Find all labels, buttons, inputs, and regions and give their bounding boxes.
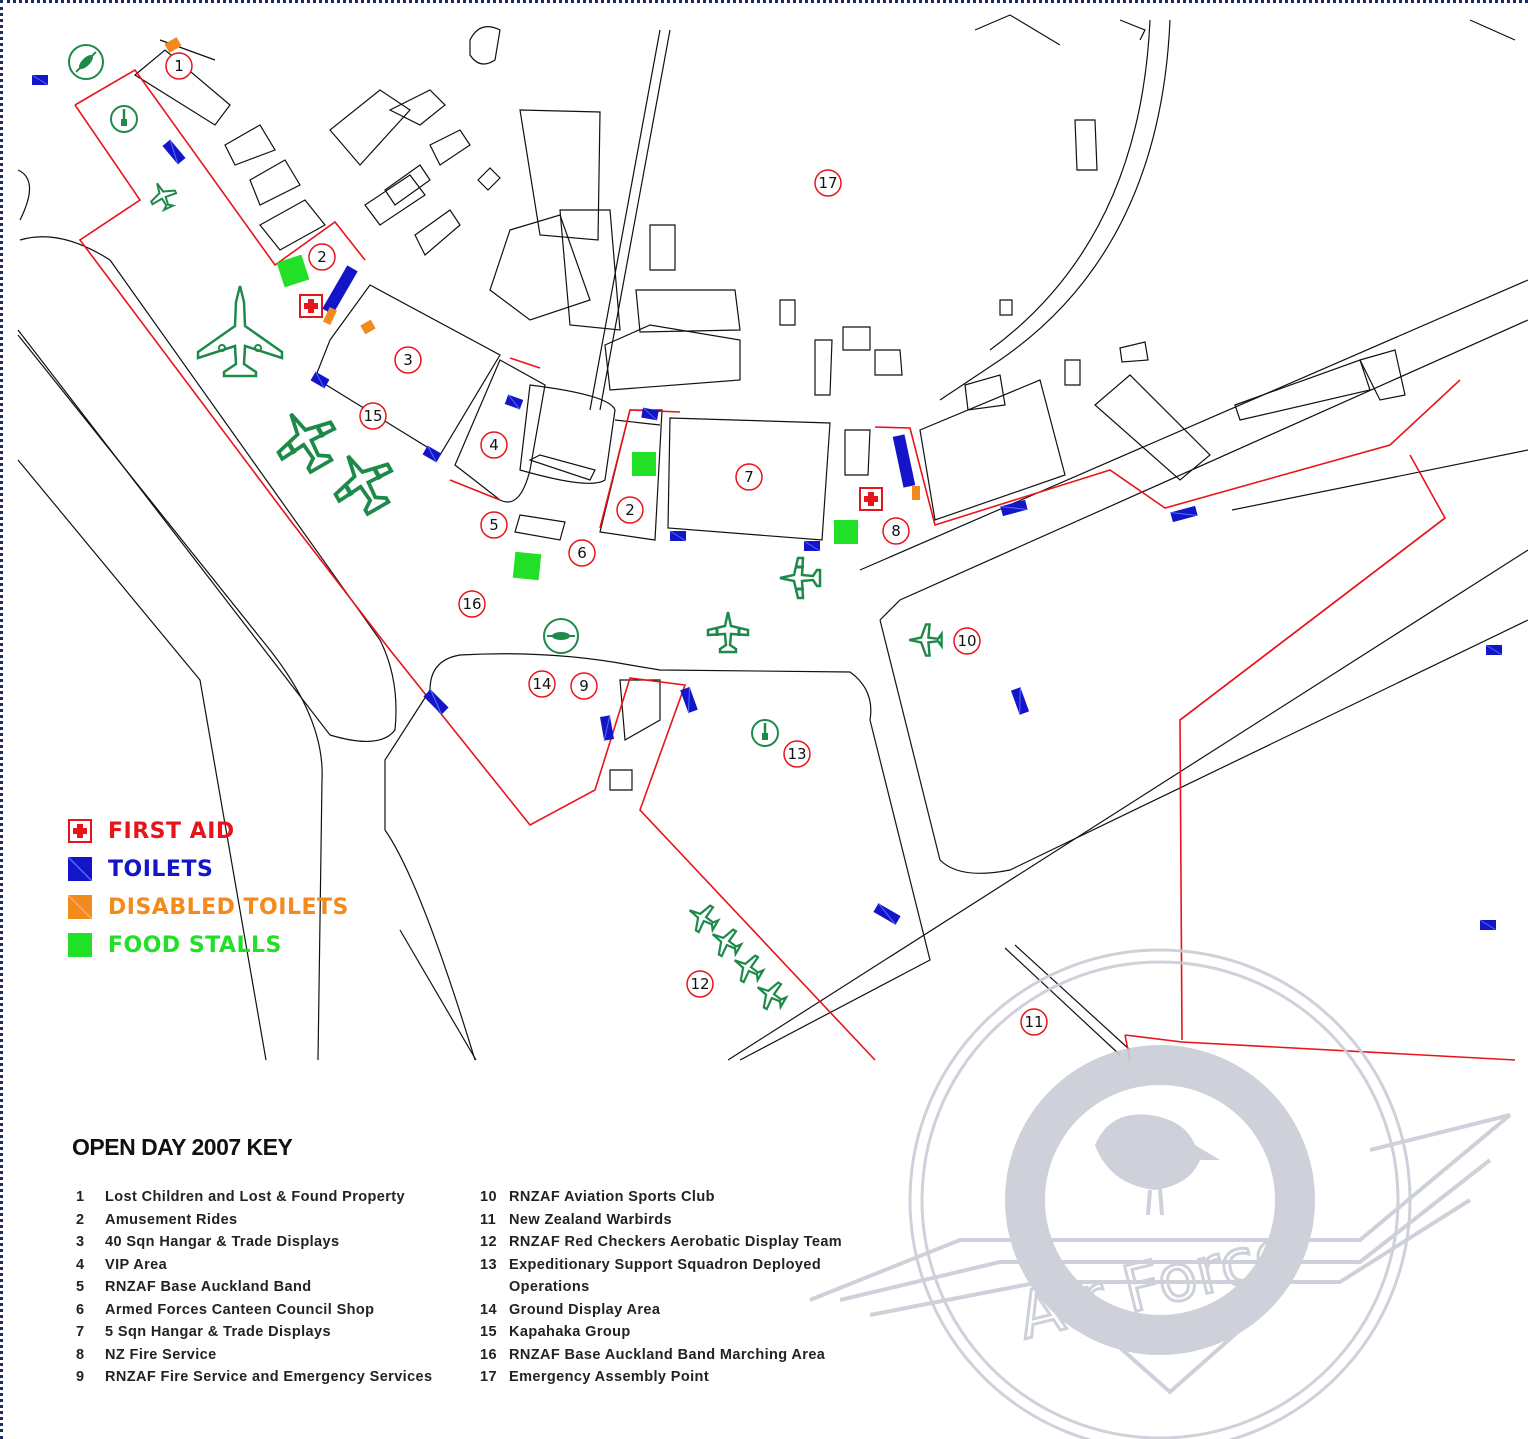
svg-text:13: 13 [787, 745, 806, 763]
disabled-toilet-markers [164, 37, 920, 500]
location-4: 4 [480, 431, 508, 459]
first-aid-icon [68, 819, 92, 843]
svg-text:5: 5 [489, 516, 499, 534]
location-14: 14 [528, 670, 556, 698]
svg-text:10: 10 [957, 632, 976, 650]
legend-food-stalls: FOOD STALLS [68, 926, 349, 964]
location-7: 7 [735, 463, 763, 491]
disabled-toilet-icon [67, 894, 93, 920]
location-10: 10 [953, 627, 981, 655]
location-9: 9 [570, 672, 598, 700]
location-6: 6 [568, 539, 596, 567]
food-stall-markers [276, 254, 858, 581]
svg-text:7: 7 [744, 468, 754, 486]
runway-lines [17, 169, 1528, 1061]
location-5: 5 [480, 511, 508, 539]
legend-disabled-toilets: DISABLED TOILETS [67, 888, 349, 926]
svg-text:14: 14 [532, 675, 551, 693]
dotted-border-left [0, 0, 3, 1439]
location-12: 12 [686, 970, 714, 998]
food-stall-icon [68, 933, 92, 957]
map-legend: FIRST AID TOILETS DISABLED TOILETS FOOD … [67, 812, 349, 964]
location-numbers: 1 2 3 15 4 5 6 2 7 8 16 14 9 10 13 12 11… [165, 52, 1048, 1036]
location-16: 16 [458, 590, 486, 618]
legend-label: DISABLED TOILETS [108, 894, 349, 920]
svg-text:15: 15 [363, 407, 382, 425]
svg-text:8: 8 [891, 522, 901, 540]
legend-label: FIRST AID [108, 818, 235, 844]
svg-text:17: 17 [818, 174, 837, 192]
location-2a: 2 [308, 243, 336, 271]
location-2b: 2 [616, 496, 644, 524]
legend-label: FOOD STALLS [108, 932, 282, 958]
location-8: 8 [882, 517, 910, 545]
location-13: 13 [783, 740, 811, 768]
svg-text:3: 3 [403, 351, 413, 369]
legend-toilets: TOILETS [67, 850, 349, 888]
buildings [133, 14, 1516, 791]
svg-text:11: 11 [1024, 1013, 1043, 1031]
location-3: 3 [394, 346, 422, 374]
svg-text:12: 12 [690, 975, 709, 993]
svg-text:16: 16 [462, 595, 481, 613]
svg-text:2: 2 [317, 248, 327, 266]
svg-text:9: 9 [579, 677, 589, 695]
svg-text:6: 6 [577, 544, 587, 562]
dotted-border-top [0, 0, 1528, 3]
event-boundary [74, 68, 1516, 1061]
svg-text:2: 2 [625, 501, 635, 519]
toilet-markers [31, 74, 1503, 931]
location-15: 15 [359, 402, 387, 430]
toilet-icon [67, 856, 93, 882]
location-1: 1 [165, 52, 193, 80]
location-17: 17 [814, 169, 842, 197]
legend-first-aid: FIRST AID [68, 812, 349, 850]
location-11: 11 [1020, 1008, 1048, 1036]
kiwi-roundel-icon [1095, 1114, 1220, 1190]
first-aid-markers [299, 294, 883, 511]
svg-text:4: 4 [489, 436, 499, 454]
svg-text:1: 1 [174, 57, 184, 75]
key-title: OPEN DAY 2007 KEY [72, 1134, 293, 1160]
air-force-watermark: Air Force [809, 948, 1512, 1439]
legend-label: TOILETS [108, 856, 214, 882]
